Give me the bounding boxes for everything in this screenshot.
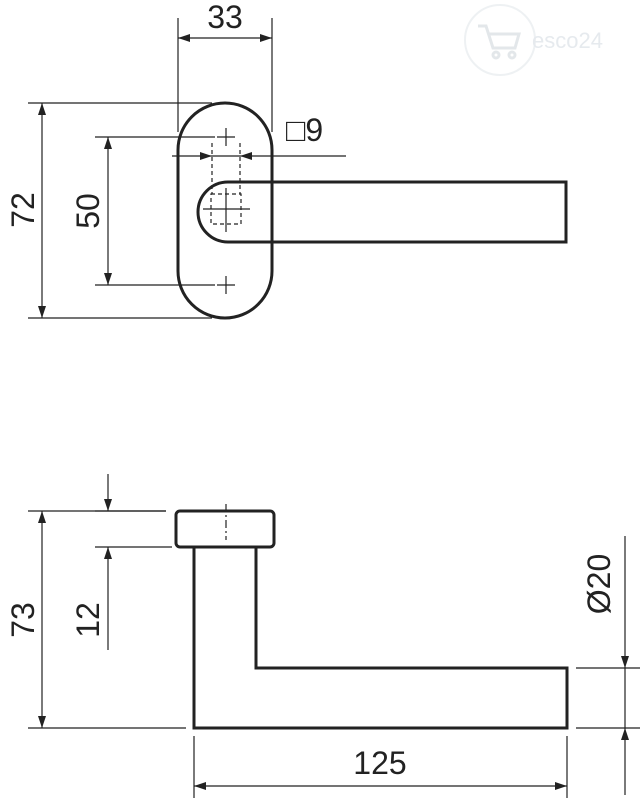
screw-hole-top	[217, 128, 235, 146]
top-view: 33 72 50 □9	[5, 0, 568, 320]
watermark: esco24	[464, 4, 603, 76]
dim-diameter: Ø20	[576, 536, 640, 795]
dim-rose-thickness: 12	[70, 474, 172, 650]
dim-length: 125	[193, 736, 568, 798]
side-view: 73 12 125 Ø20	[5, 474, 640, 798]
dim-hole-spacing: 50	[70, 136, 215, 286]
dim-side-height-label: 73	[5, 602, 41, 638]
dim-diameter-label: Ø20	[581, 554, 617, 614]
lever-side-outline	[192, 547, 569, 730]
dim-width: 33	[177, 0, 273, 132]
rose-plate-outline	[176, 101, 274, 320]
dim-square-label: □9	[286, 112, 323, 148]
dim-width-label: 33	[207, 0, 243, 35]
dim-length-label: 125	[353, 745, 406, 781]
shopping-cart-icon	[478, 24, 521, 60]
watermark-ring	[464, 4, 536, 76]
dim-hole-spacing-label: 50	[70, 193, 106, 229]
dim-rose-thickness-label: 12	[70, 602, 106, 638]
screw-hole-bottom	[217, 276, 235, 294]
dim-height-label: 72	[5, 192, 41, 228]
dim-square: □9	[172, 112, 346, 160]
watermark-brand: esco24	[532, 28, 603, 53]
lever-outline	[196, 180, 568, 244]
rose-cap	[174, 509, 276, 549]
dim-height: 72	[5, 102, 212, 319]
